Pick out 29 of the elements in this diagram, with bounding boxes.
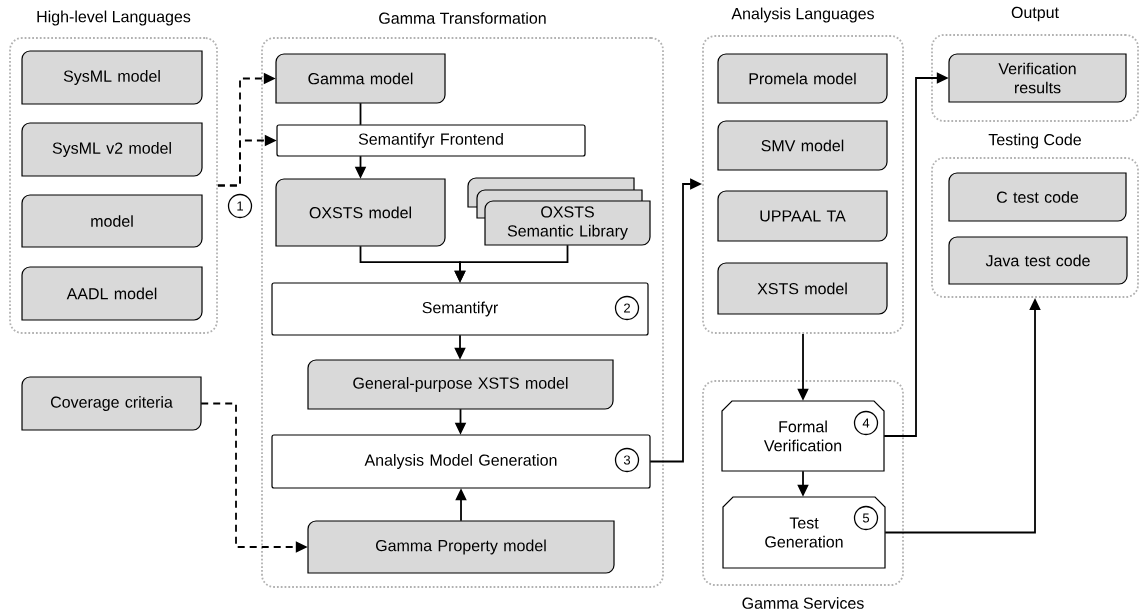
callout-number: 3 (614, 447, 640, 473)
process-box: Semantifyr Frontend (276, 124, 586, 157)
model-box: AADL model (21, 266, 203, 321)
model-box: SMV model (717, 120, 888, 171)
node-label: Gamma Transformation (379, 12, 546, 24)
node-label: Analysis Languages (731, 7, 874, 23)
node-label: Testing Code (988, 133, 1081, 149)
model-box: Java test code (948, 236, 1128, 285)
node-label: High-level Languages (37, 10, 191, 26)
model-box: General-purpose XSTS model (307, 359, 614, 410)
model-box: SysML model (21, 50, 203, 105)
model-box: UPPAAL TA (717, 190, 888, 242)
model-box: SysML v2 model (21, 122, 203, 177)
model-box: Gamma Property model (307, 520, 615, 574)
model-box: Coverage criteria (21, 376, 202, 431)
callout-number: 1 (227, 193, 253, 219)
callout-number: 2 (614, 295, 640, 321)
model-box: Gamma model (275, 53, 446, 104)
library-stack: OXSTS Semantic Library (467, 177, 651, 246)
node-label: Output (1011, 6, 1059, 22)
model-box: OXSTS model (275, 178, 446, 247)
model-box: model (21, 194, 203, 248)
model-box: C test code (948, 172, 1127, 222)
node-label: Gamma Services (742, 597, 864, 609)
model-box: Verification results (948, 53, 1127, 103)
callout-number: 4 (853, 410, 879, 436)
callout-number: 5 (853, 505, 879, 531)
model-box: Promela model (717, 53, 888, 104)
model-box: XSTS model (717, 262, 888, 315)
